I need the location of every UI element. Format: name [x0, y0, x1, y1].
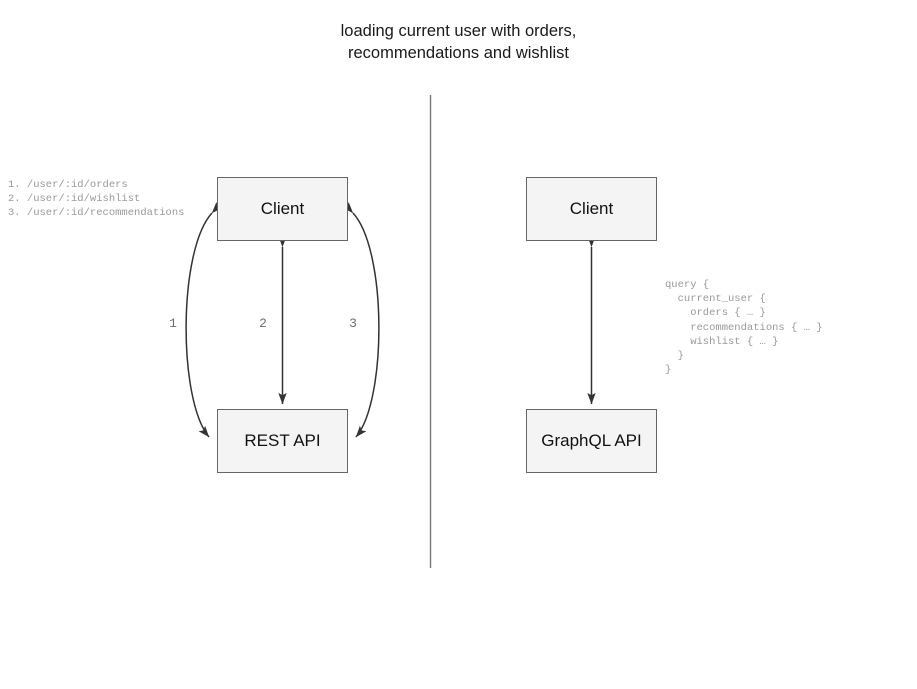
node-graphql-api[interactable]: GraphQL API [526, 409, 657, 473]
graphql-query-note: query { current_user { orders { … } reco… [665, 279, 823, 377]
node-client-rest[interactable]: Client [217, 177, 348, 241]
rest-endpoints-note: 1. /user/:id/orders 2. /user/:id/wishlis… [8, 179, 185, 220]
diagram-title: loading current user with orders, recomm… [340, 22, 577, 62]
connector-label-2: 2 [259, 316, 267, 331]
connector-label-3: 3 [349, 316, 357, 331]
connector-label-1: 1 [169, 316, 177, 331]
connector-3-rest [342, 201, 380, 438]
node-client-graphql[interactable]: Client [526, 177, 657, 241]
connector-1-rest [185, 201, 223, 438]
node-rest-api[interactable]: REST API [217, 409, 348, 473]
